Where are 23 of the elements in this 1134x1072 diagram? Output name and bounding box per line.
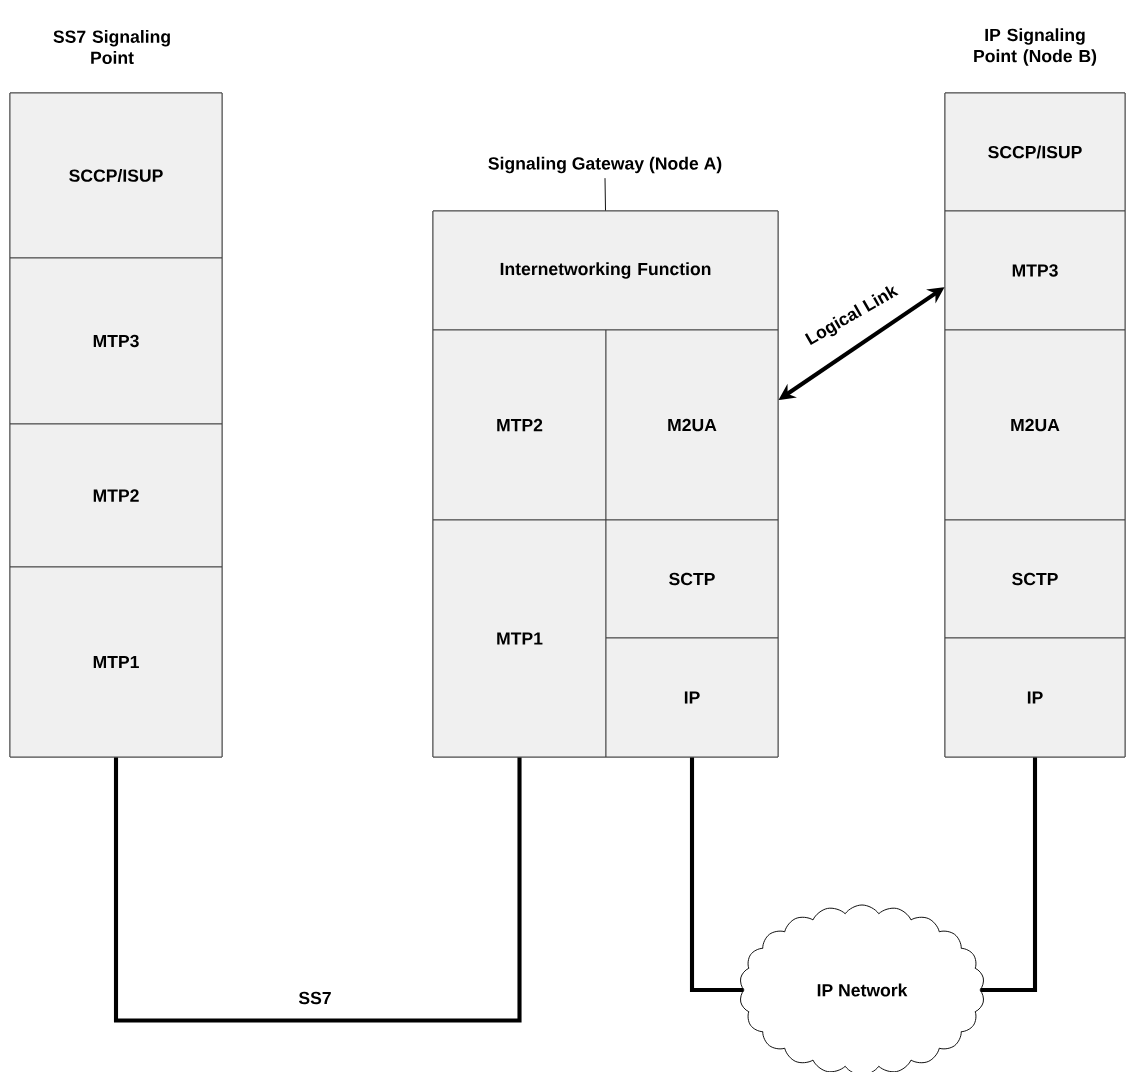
leader-line xyxy=(604,177,606,211)
protocol-layer: MTP1 xyxy=(9,566,223,758)
protocol-layer: M2UA xyxy=(605,329,779,521)
link-line xyxy=(980,757,1038,993)
node-label: SS7 Signaling Point xyxy=(53,30,170,64)
protocol-layer: MTP3 xyxy=(944,210,1126,331)
protocol-layer: IP xyxy=(605,637,779,758)
protocol-layer: M2UA xyxy=(944,329,1126,521)
protocol-layer: SCTP xyxy=(944,519,1126,639)
link-line xyxy=(689,757,744,993)
node-heading: Signaling Gateway (Node A) xyxy=(488,156,722,174)
protocol-layer: MTP2 xyxy=(432,329,607,521)
node-label: IP Signaling Point (Node B) xyxy=(974,28,1097,66)
edge-label: SS7 xyxy=(296,989,334,1007)
protocol-layer: IP xyxy=(944,637,1126,758)
protocol-layer: MTP3 xyxy=(9,257,223,425)
protocol-layer: Internetworking Function xyxy=(432,210,779,331)
protocol-layer: MTP2 xyxy=(9,423,223,568)
link-line xyxy=(113,757,522,1023)
protocol-layer: SCCP/ISUP xyxy=(9,92,223,259)
protocol-layer: SCCP/ISUP xyxy=(944,92,1126,212)
network-cloud: IP Network xyxy=(740,904,984,1072)
protocol-layer: SCTP xyxy=(605,519,779,639)
